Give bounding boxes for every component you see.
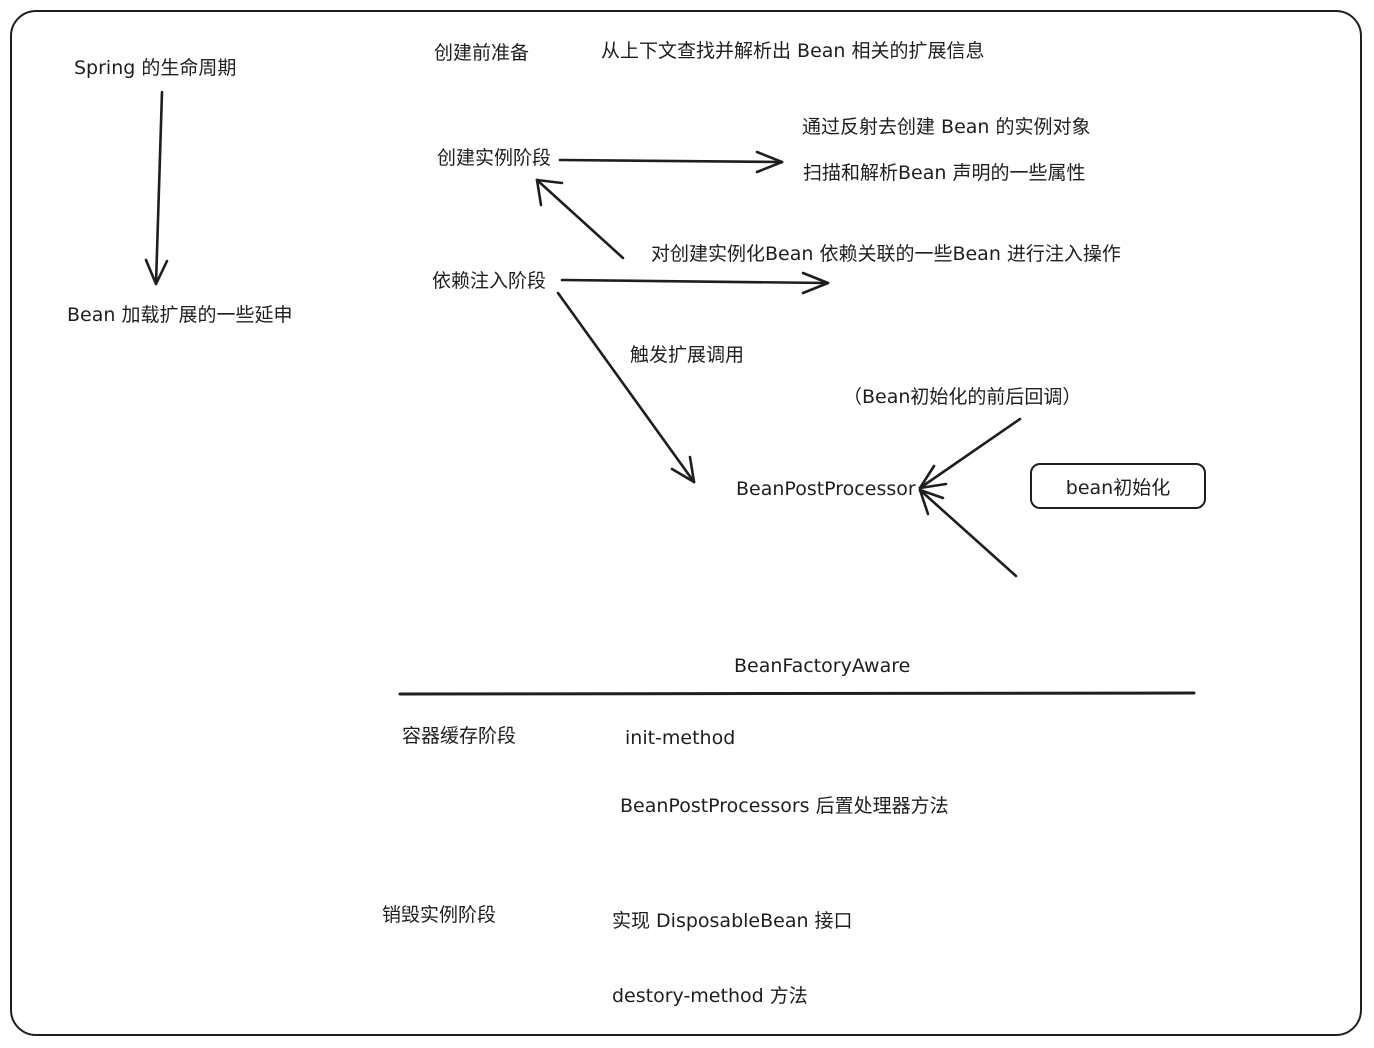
create-to-desc-arrow — [558, 150, 784, 174]
bean-post-processor-label: BeanPostProcessor — [736, 478, 916, 500]
lifecycle-title: Spring 的生命周期 — [74, 57, 237, 79]
create-desc-2: 扫描和解析Bean 声明的一些属性 — [803, 162, 1086, 184]
lifecycle-arrow — [144, 90, 169, 286]
destroy-method-label: destory-method 方法 — [612, 985, 808, 1007]
create-instance-stage: 创建实例阶段 — [437, 147, 552, 169]
disposable-bean-label: 实现 DisposableBean 接口 — [612, 910, 853, 932]
callback-lower-arrow — [918, 488, 1018, 578]
injection-desc: 对创建实例化Bean 依赖关联的一些Bean 进行注入操作 — [651, 243, 1121, 265]
post-processors-method-label: BeanPostProcessors 后置处理器方法 — [620, 795, 949, 817]
bean-extension-label: Bean 加载扩展的一些延申 — [67, 304, 293, 326]
init-callback-label: （Bean初始化的前后回调） — [843, 386, 1082, 408]
section-divider — [398, 691, 1196, 696]
injection-to-processor-arrow — [556, 291, 696, 484]
init-method-label: init-method — [625, 727, 736, 749]
injection-to-desc-arrow — [560, 271, 830, 295]
destroy-instance-stage: 销毁实例阶段 — [382, 904, 497, 926]
pre-create-stage: 创建前准备 — [434, 42, 530, 64]
create-desc-1: 通过反射去创建 Bean 的实例对象 — [802, 116, 1091, 138]
canvas-frame — [10, 10, 1362, 1036]
callback-upper-arrow — [918, 417, 1022, 490]
container-cache-stage: 容器缓存阶段 — [402, 725, 517, 747]
injection-to-create-arrow — [535, 178, 625, 260]
pre-create-desc: 从上下文查找并解析出 Bean 相关的扩展信息 — [601, 40, 985, 62]
dependency-injection-stage: 依赖注入阶段 — [432, 270, 547, 292]
trigger-extension-label: 触发扩展调用 — [630, 344, 745, 366]
bean-factory-aware-label: BeanFactoryAware — [734, 655, 911, 677]
bean-init-box: bean初始化 — [1030, 463, 1206, 509]
